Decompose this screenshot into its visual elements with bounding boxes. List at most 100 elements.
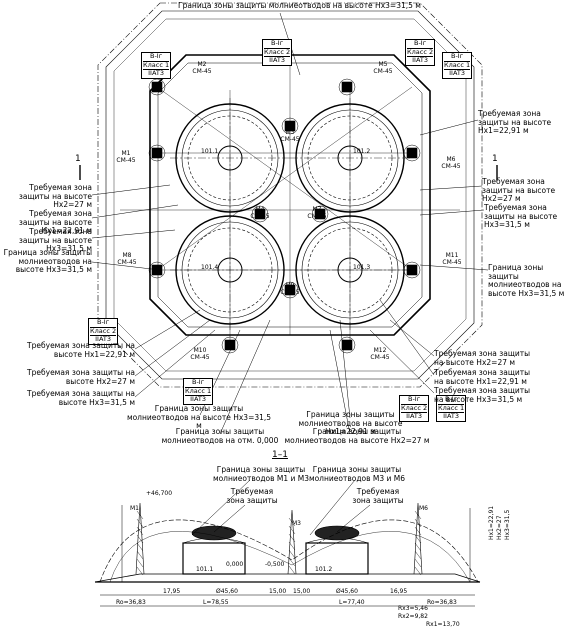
right-note-hx2-b: Требуемая зона защиты на высоте Hx2=27 м xyxy=(434,349,531,367)
left-note-hx2-b: Требуемая зона защиты на высоте Hx2=27 м xyxy=(27,368,135,386)
mast-lattice xyxy=(414,518,422,528)
leader-6 xyxy=(419,185,483,191)
leader-16 xyxy=(339,319,351,419)
section-mast-2 xyxy=(287,509,297,575)
leader-3 xyxy=(91,229,176,239)
left-note-zone-hx3: Граница зоны защиты молниеотводов на выс… xyxy=(3,248,92,274)
zone-boundary-outer xyxy=(97,2,483,388)
section-ro-right: Ro=36,83 xyxy=(427,599,457,606)
section-elev-top: +46,700 xyxy=(146,490,173,497)
leader-12 xyxy=(389,319,435,357)
mast-ring xyxy=(311,205,329,223)
section-tank-101-2: 101.2 xyxy=(315,566,333,573)
mast-lattice xyxy=(414,534,422,544)
section-elev-zero: 0,000 xyxy=(226,561,244,568)
left-note-hx3-b: Требуемая зона защиты на высоте Hx3=31,5… xyxy=(27,389,135,407)
leader-11 xyxy=(134,329,216,398)
mast-lattice xyxy=(288,541,296,551)
section-hx3: Hx3=31,5 xyxy=(504,509,511,540)
right-note-hx1-b: Требуемая зона защиты на высоте Hx1=22,9… xyxy=(434,368,531,386)
leader-9 xyxy=(134,309,201,350)
leader-8 xyxy=(419,264,489,271)
zone-line-1 xyxy=(156,86,413,271)
right-note-zone-hx3: Граница зоны защиты молниеотводов на выс… xyxy=(488,263,565,298)
leader-7 xyxy=(419,209,485,216)
section-mast-m3: M3 xyxy=(292,520,301,527)
right-note-hx3-b: Требуемая зона защиты на высоте Hx3=31,5… xyxy=(434,386,531,404)
section-ro-left: Ro=36,83 xyxy=(116,599,146,606)
section-note-m1-m3: Граница зоны защиты молниеотводов M1 и M… xyxy=(212,465,310,483)
leader-14 xyxy=(369,329,435,394)
mast-lattice xyxy=(414,526,422,536)
section-rx1: Rx1=13,70 xyxy=(426,621,460,628)
section-tank-1 xyxy=(182,525,246,575)
section-note-m3-m6: Граница зоны защиты молниеотводов M3 и M… xyxy=(308,465,406,483)
tank-label-101-4: 101.4 xyxy=(201,264,219,271)
mast-lattice xyxy=(288,565,296,575)
mast-lattice xyxy=(136,550,144,560)
mast-lattice xyxy=(136,534,144,544)
mast-7 xyxy=(314,208,326,220)
leader-5 xyxy=(419,119,479,136)
left-note-hx1-b: Требуемая зона защиты на высоте Hx1=22,9… xyxy=(27,341,135,359)
section-mast-m1: M1 xyxy=(130,505,139,512)
mast-2 xyxy=(341,81,353,93)
section-leader-4 xyxy=(336,504,371,533)
mast-lattice xyxy=(136,542,144,552)
right-note-hx2: Требуемая зона защиты на высоте Hx2=27 м xyxy=(482,177,556,203)
mast-lattice xyxy=(136,518,144,528)
mast-6 xyxy=(254,208,266,220)
section-note-req-right: Требуемая зона защиты xyxy=(352,487,404,505)
zone-curve xyxy=(99,519,479,583)
bottom-note-zone-0: Граница зоны защиты молниеотводов на отм… xyxy=(161,427,279,445)
section-mark-left: 1 xyxy=(75,154,81,164)
section-dim-6: 16,95 xyxy=(390,588,408,595)
leader-18 xyxy=(329,329,351,435)
zone-boundary-hx2 xyxy=(113,18,467,372)
mast-lattice xyxy=(136,526,144,536)
section-leader-3 xyxy=(213,504,246,533)
mast-ring xyxy=(251,205,269,223)
mast-ring xyxy=(338,336,356,354)
tank-body xyxy=(182,542,246,575)
section-dim-1: 17,95 xyxy=(163,588,181,595)
section-mast-m6: M6 xyxy=(419,505,428,512)
section-title: 1–1 xyxy=(272,450,288,460)
section-hx1: Hx1=22,91 xyxy=(488,505,495,540)
mast-lattice xyxy=(136,510,144,520)
bottom-note-zone-hx1: Граница зоны защиты молниеотводов на выс… xyxy=(298,410,403,436)
bottom-note-zone-hx2: Граница зоны защиты молниеотводов на выс… xyxy=(284,427,430,445)
left-note-hx1: Требуемая зона защиты на высоте Hx1=22,9… xyxy=(18,209,92,235)
tank-zone-cap xyxy=(191,525,237,541)
mast-lattice xyxy=(136,558,144,568)
mast-lattice xyxy=(414,542,422,552)
section-rx2: Rx2=9,82 xyxy=(398,613,428,620)
leader-1 xyxy=(91,184,171,196)
section-hx2: Hx2=27 xyxy=(496,515,503,540)
leader-13 xyxy=(379,299,435,376)
section-elev-neg: -0,500 xyxy=(265,561,285,568)
section-note-req-left: Требуемая зона защиты xyxy=(226,487,278,505)
right-note-hx1: Требуемая зона защиты на высоте Hx1=22,9… xyxy=(478,109,552,135)
leader-2 xyxy=(91,204,179,219)
mast-lattice xyxy=(414,510,422,520)
mast-lattice xyxy=(414,558,422,568)
section-span-left: L=78,55 xyxy=(203,599,229,606)
zone-boundary-hx3 xyxy=(105,10,475,380)
section-leader-2 xyxy=(309,479,356,536)
